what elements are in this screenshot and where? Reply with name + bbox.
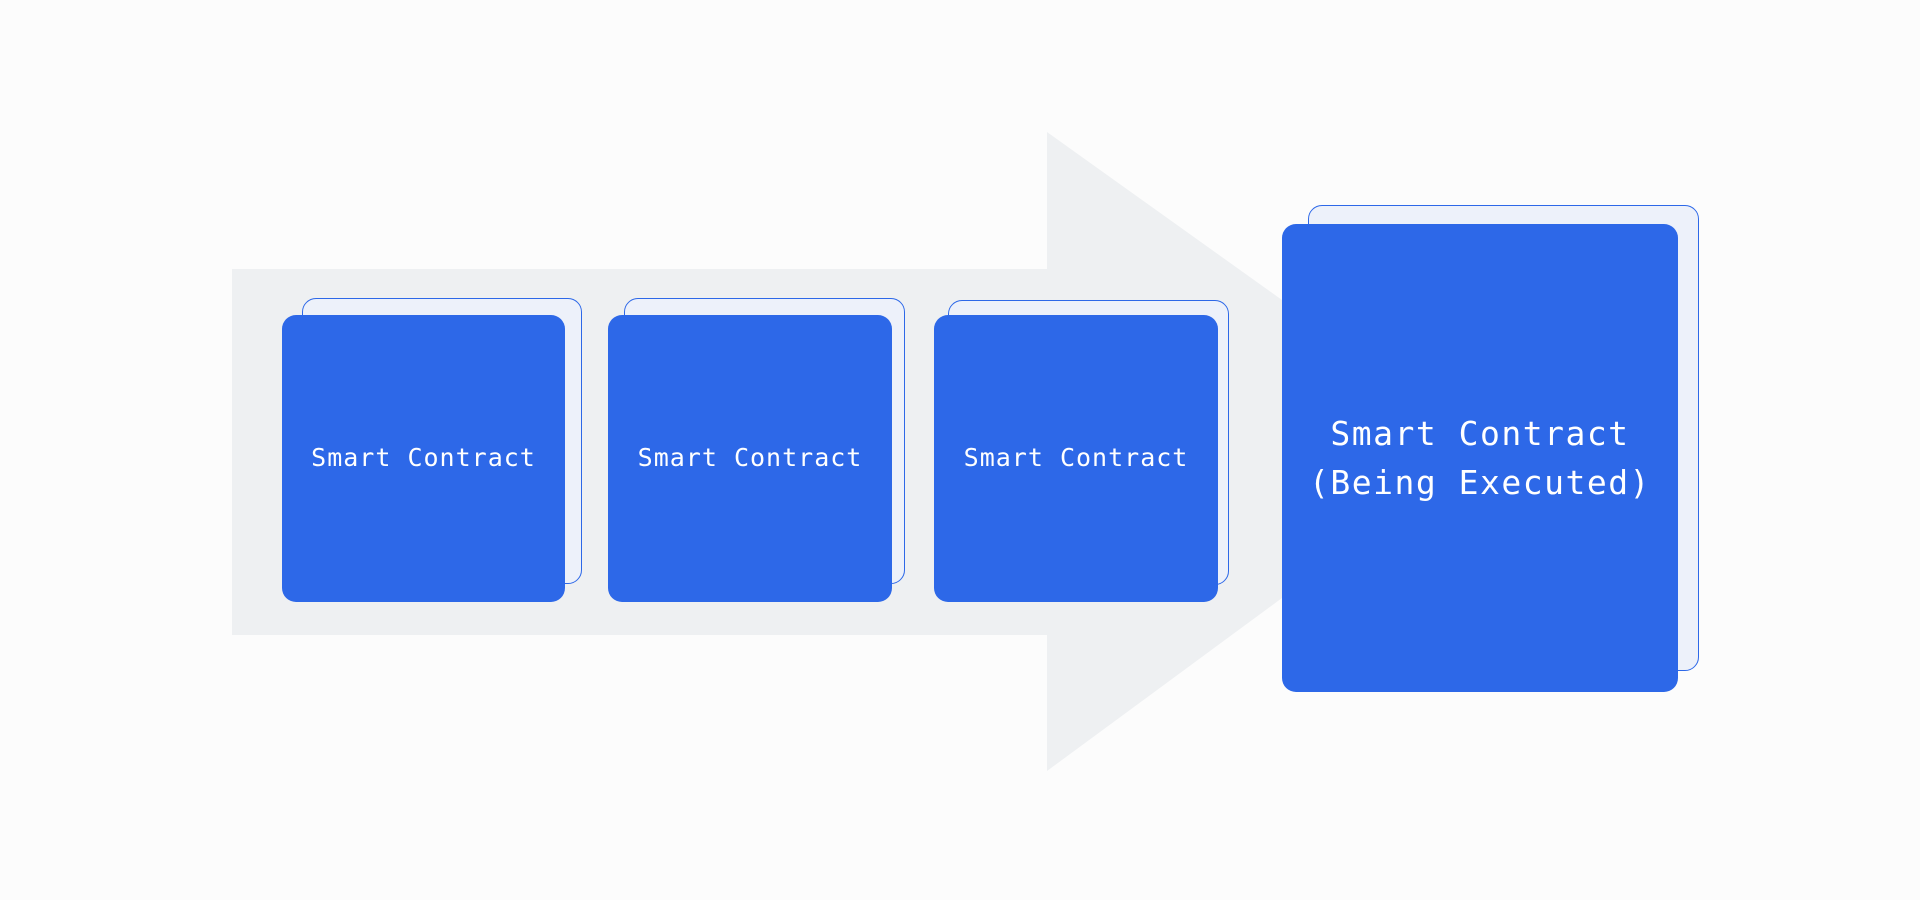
smart-contract-label: Smart Contract — [637, 443, 863, 473]
smart-contract-card: Smart Contract — [608, 315, 892, 602]
executing-label-line2: (Being Executed) — [1309, 463, 1651, 502]
smart-contract-card: Smart Contract — [282, 315, 565, 602]
executing-label-line1: Smart Contract — [1330, 413, 1630, 453]
smart-contract-label: Smart Contract — [311, 443, 536, 473]
smart-contract-card: Smart Contract — [934, 315, 1218, 602]
executing-contract-card: Smart Contract (Being Executed) — [1282, 224, 1678, 692]
smart-contract-label: Smart Contract — [963, 443, 1189, 473]
